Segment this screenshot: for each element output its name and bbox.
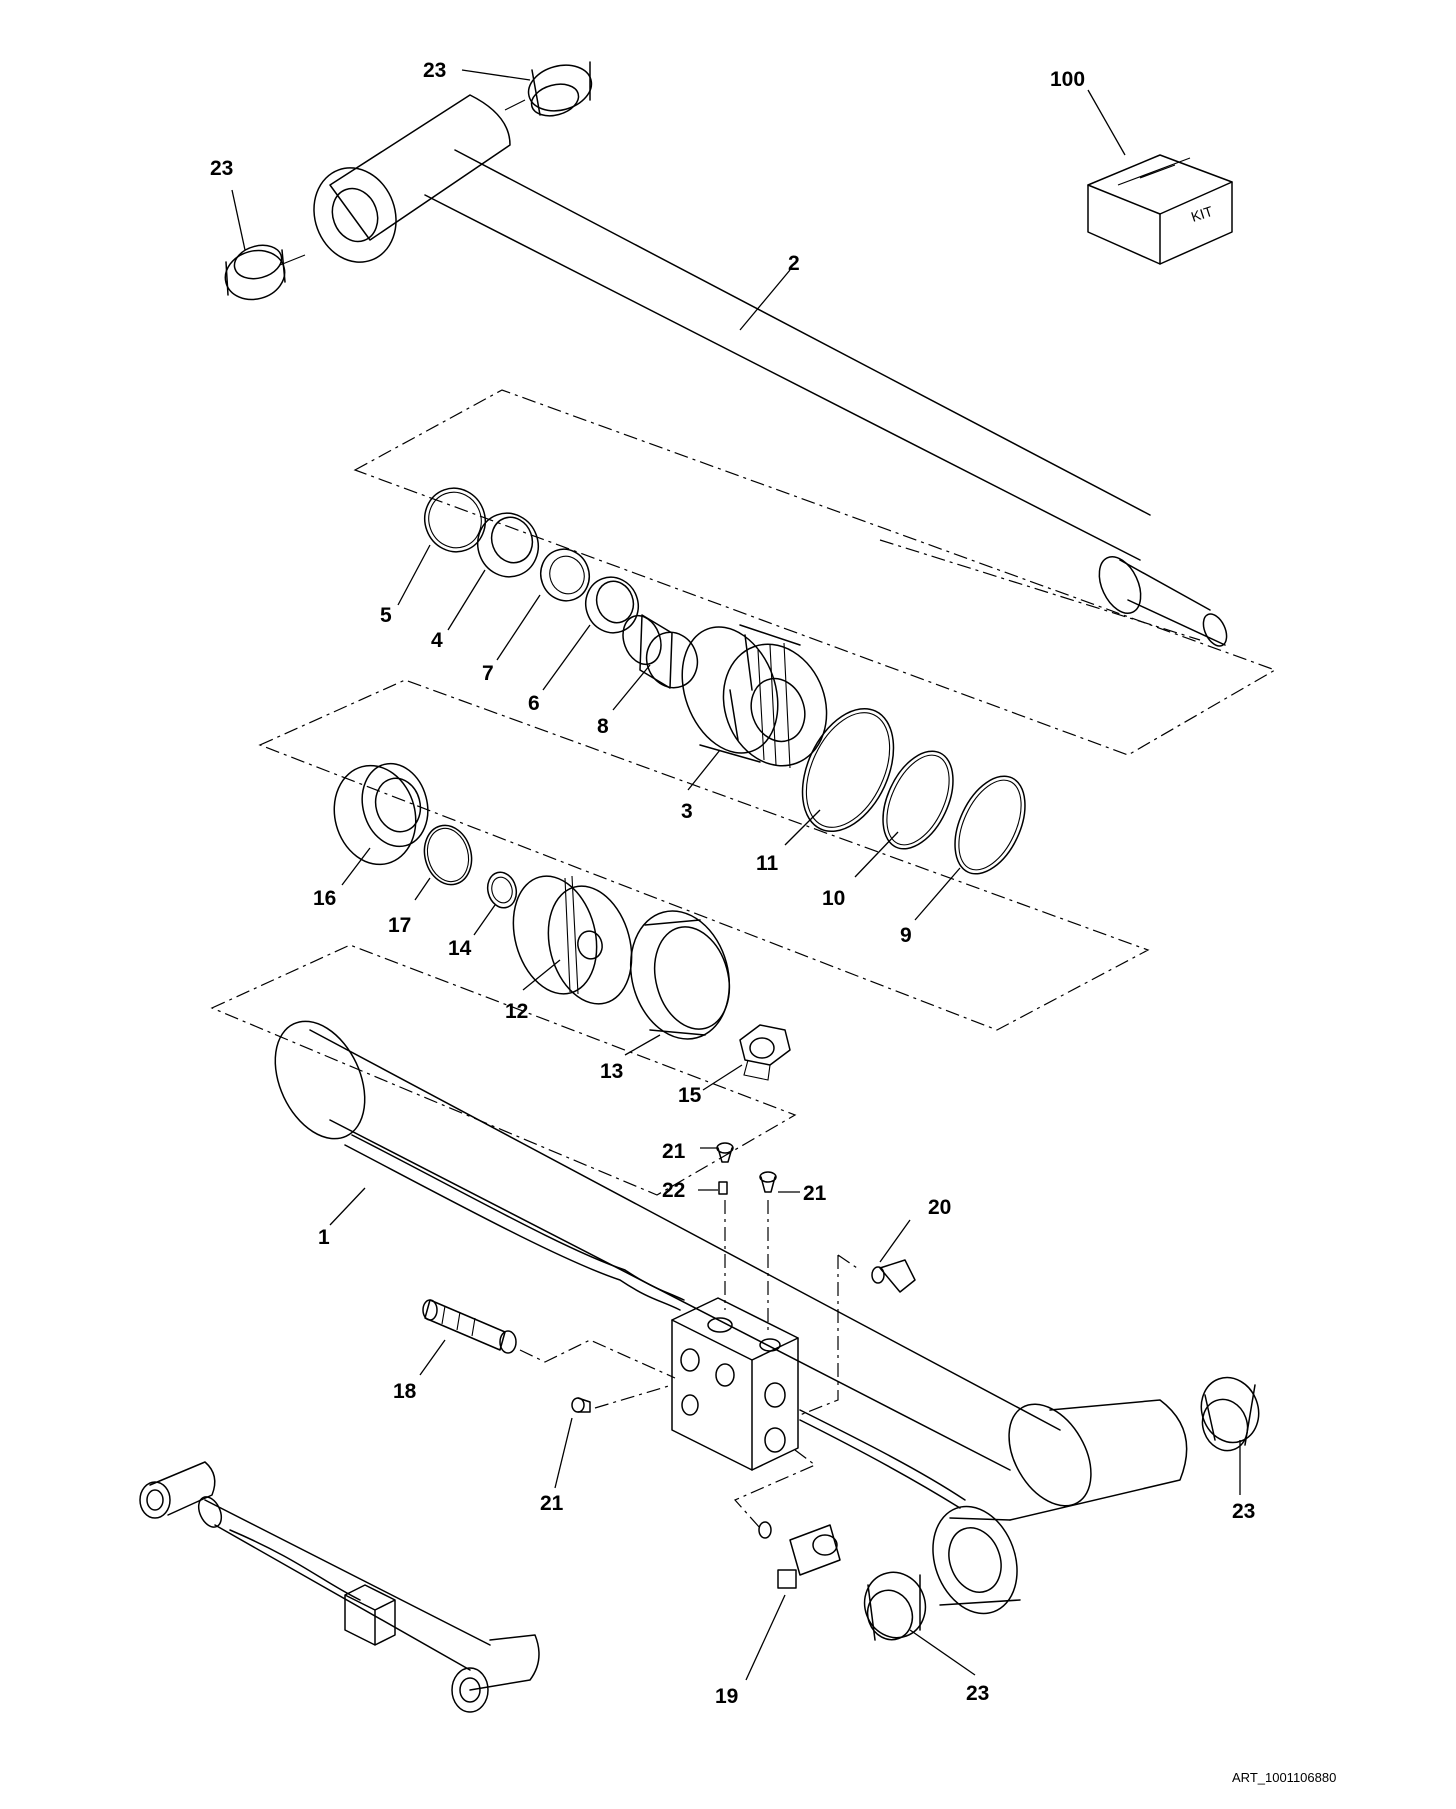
callout-2: 2 [788, 252, 800, 275]
callout-1: 1 [318, 1226, 330, 1249]
leader-lines [231, 69, 1241, 1681]
callout-19: 19 [715, 1685, 738, 1708]
callout-21-right: 21 [803, 1182, 827, 1205]
head-seal-group [353, 389, 1277, 875]
callout-12: 12 [505, 1000, 528, 1023]
callout-23-top: 23 [423, 59, 446, 82]
callout-23-bottom: 23 [966, 1682, 989, 1705]
callout-21-bottom: 21 [540, 1492, 564, 1515]
callout-7: 7 [482, 662, 494, 685]
callout-5: 5 [380, 604, 392, 627]
callout-15: 15 [678, 1084, 702, 1107]
callouts: 23 23 100 2 5 4 7 6 8 3 11 10 9 16 17 14… [210, 59, 1255, 1708]
hardware-items [422, 1142, 916, 1589]
callout-9: 9 [900, 924, 912, 947]
callout-8: 8 [597, 715, 609, 738]
callout-23-left: 23 [210, 157, 233, 180]
callout-6: 6 [528, 692, 540, 715]
art-reference: ART_1001106880 [1232, 1770, 1336, 1785]
rod-assembly [224, 61, 1228, 647]
kit-label: KIT [1189, 203, 1215, 225]
callout-13: 13 [600, 1060, 623, 1083]
callout-23-right: 23 [1232, 1500, 1255, 1523]
callout-14: 14 [448, 937, 472, 960]
kit-box: KIT [1087, 154, 1233, 265]
barrel-assembly [274, 1020, 1260, 1641]
callout-10: 10 [822, 887, 845, 910]
callout-4: 4 [431, 629, 443, 652]
callout-16: 16 [313, 887, 336, 910]
callout-21-top: 21 [662, 1140, 686, 1163]
callout-20: 20 [928, 1196, 951, 1219]
callout-22: 22 [662, 1179, 685, 1202]
callout-3: 3 [681, 800, 693, 823]
callout-100: 100 [1050, 68, 1085, 91]
callout-11: 11 [756, 852, 779, 875]
piston-group [210, 679, 1150, 1196]
inset-assembled-view [139, 1461, 540, 1713]
callout-18: 18 [393, 1380, 417, 1403]
callout-17: 17 [388, 914, 411, 937]
